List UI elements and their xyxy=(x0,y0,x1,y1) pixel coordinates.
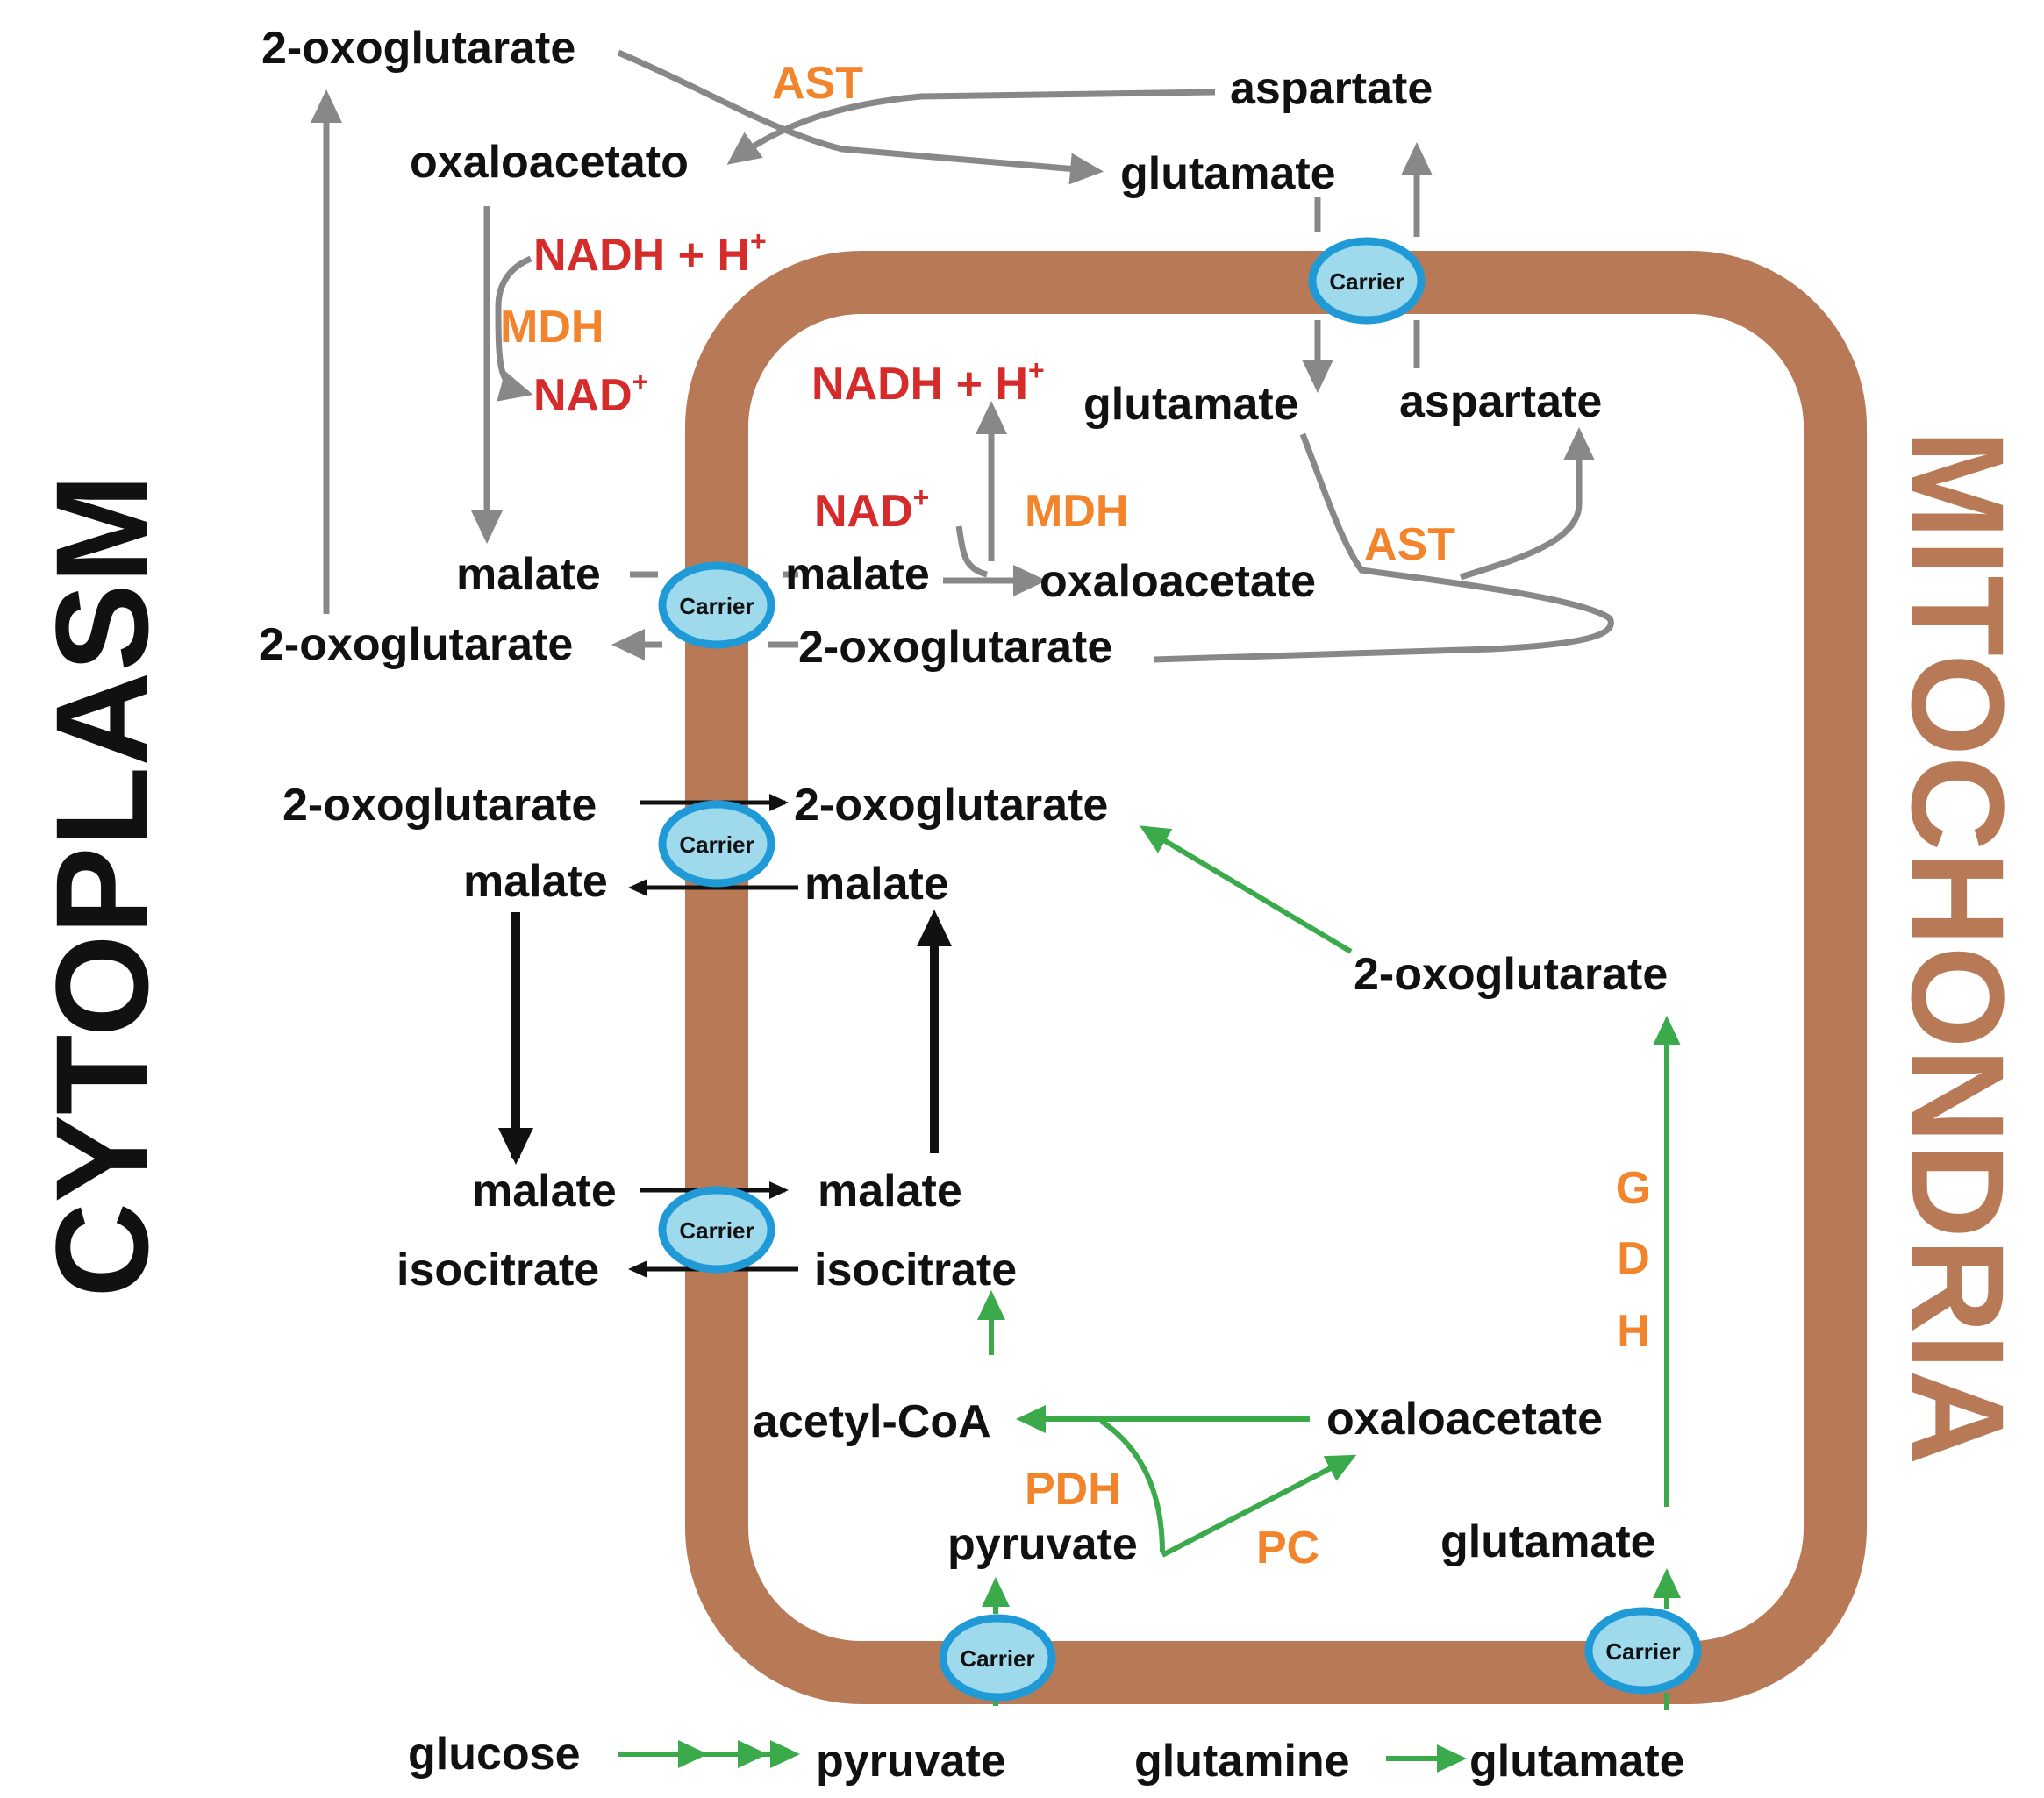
svg-text:Carrier: Carrier xyxy=(1605,1638,1680,1665)
svg-text:Carrier: Carrier xyxy=(960,1645,1034,1672)
metabolite-malate-mito: malate xyxy=(804,859,949,910)
enzyme-pdh: PDH xyxy=(1025,1464,1121,1515)
metabolite-pyruvate-cyt: pyruvate xyxy=(816,1736,1006,1787)
metabolite-aspartate: aspartate xyxy=(1230,63,1433,114)
metabolite-2-oxoglutarate-mito: 2-oxoglutarate xyxy=(1354,949,1668,1000)
carrier-pyruvate: Carrier xyxy=(939,1614,1056,1702)
metabolite-labels: 2-oxoglutarate aspartate oxaloacetato gl… xyxy=(259,23,1685,1787)
metabolite-2-oxoglutarate-mito: 2-oxoglutarate xyxy=(794,780,1108,831)
enzyme-mdh: MDH xyxy=(500,302,604,353)
enzyme-ast: AST xyxy=(772,58,863,109)
svg-text:Carrier: Carrier xyxy=(679,1217,754,1244)
metabolite-2-oxoglutarate-mito: 2-oxoglutarate xyxy=(798,622,1112,673)
cytoplasm-label: CYTOPLASM xyxy=(28,474,175,1298)
carrier-top: Carrier xyxy=(1308,237,1426,325)
metabolite-malate-mito: malate xyxy=(785,549,930,600)
cofactor-nad-mito: NAD+ xyxy=(814,482,929,537)
metabolite-glucose: glucose xyxy=(408,1729,581,1780)
enzyme-gdh-d: D xyxy=(1617,1233,1650,1284)
metabolite-oxaloacetato: oxaloacetato xyxy=(410,137,689,188)
svg-text:Carrier: Carrier xyxy=(679,593,754,619)
carrier-malate-isocitrate: Carrier xyxy=(658,1186,775,1274)
metabolite-glutamate-cyt: glutamate xyxy=(1469,1736,1685,1787)
enzyme-mdh-mito: MDH xyxy=(1025,486,1128,537)
carrier-malate-oxoglutarate: Carrier xyxy=(658,561,775,649)
metabolite-malate-cyt: malate xyxy=(472,1166,617,1217)
metabolite-glutamine: glutamine xyxy=(1134,1736,1350,1787)
metabolite-acetyl-coa: acetyl-CoA xyxy=(753,1396,991,1447)
cofactor-nadh-cyt: NADH + H+ xyxy=(533,225,767,281)
malate-aspartate-shuttle-arrows xyxy=(311,49,1614,663)
metabolite-glutamate: glutamate xyxy=(1120,148,1336,199)
metabolite-oxaloacetate-mito: oxaloacetate xyxy=(1040,556,1316,607)
metabolite-pyruvate-mito: pyruvate xyxy=(947,1519,1138,1570)
metabolite-2-oxoglutarate: 2-oxoglutarate xyxy=(261,23,575,74)
carrier-oxoglutarate-malate: Carrier xyxy=(658,800,775,888)
mitochondrial-membrane xyxy=(685,251,1867,1704)
enzyme-labels: AST MDH MDH AST PDH PC G D H xyxy=(500,58,1651,1573)
svg-text:Carrier: Carrier xyxy=(679,831,754,858)
metabolite-malate-cyt: malate xyxy=(463,856,608,907)
metabolite-isocitrate-mito: isocitrate xyxy=(814,1245,1017,1295)
metabolite-aspartate-mito: aspartate xyxy=(1399,376,1602,427)
enzyme-gdh-g: G xyxy=(1616,1163,1651,1214)
cofactor-nadh-mito: NADH + H+ xyxy=(811,354,1045,410)
cofactor-nad-cyt: NAD+ xyxy=(533,366,648,421)
metabolite-malate-cyt: malate xyxy=(456,549,601,600)
metabolite-glutamate-mito: glutamate xyxy=(1440,1516,1656,1567)
metabolite-isocitrate-cyt: isocitrate xyxy=(397,1245,599,1295)
svg-text:Carrier: Carrier xyxy=(1329,268,1404,295)
enzyme-pc: PC xyxy=(1256,1523,1319,1573)
metabolite-malate-mito: malate xyxy=(818,1166,962,1217)
carrier-glutamate: Carrier xyxy=(1584,1607,1702,1695)
mitochondria-label: MITOCHONDRIA xyxy=(1884,430,2032,1466)
metabolite-glutamate-mito: glutamate xyxy=(1083,379,1299,430)
enzyme-gdh-h: H xyxy=(1617,1306,1650,1357)
metabolite-oxaloacetate: oxaloacetate xyxy=(1326,1394,1603,1445)
enzyme-ast-mito: AST xyxy=(1364,519,1455,570)
metabolite-2-oxoglutarate-cyt: 2-oxoglutarate xyxy=(282,780,597,831)
metabolite-2-oxoglutarate-cyt: 2-oxoglutarate xyxy=(259,619,573,670)
cofactor-labels: NADH + H+ NAD+ NADH + H+ NAD+ xyxy=(533,225,1045,537)
anaplerotic-arrows xyxy=(618,825,1681,1773)
